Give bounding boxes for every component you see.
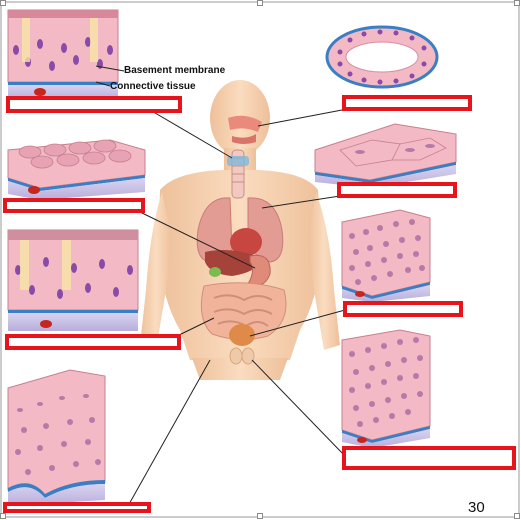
answer-box-8[interactable]: [3, 502, 151, 513]
frame-handle-bottom-right: [514, 513, 520, 519]
answer-box-5[interactable]: [5, 334, 181, 350]
basement-membrane-label: Basement membrane: [124, 65, 226, 76]
tissue-block-stratified-squamous: [7, 369, 106, 506]
frame-handle-bottom-left: [0, 513, 6, 519]
frame-handle-bottom-mid: [257, 513, 263, 519]
basement-membrane-pointer: [95, 65, 125, 72]
answer-box-6[interactable]: [343, 301, 463, 317]
organs: [196, 115, 287, 365]
tissue-block-simple-squamous: [314, 123, 457, 188]
tissue-block-stratified-cuboidal: [341, 209, 431, 302]
answer-box-4[interactable]: [337, 182, 457, 198]
tissue-block-pseudostratified-middle: [7, 229, 139, 331]
page-number: 30: [468, 499, 485, 516]
connective-tissue-pointer: [95, 81, 111, 87]
answer-box-2[interactable]: [342, 95, 472, 111]
tissue-block-simple-cuboidal-left: [7, 139, 146, 200]
tissue-block-simple-cuboidal-duct: [325, 25, 439, 89]
frame-handle-top-right: [514, 0, 520, 6]
tissue-block-stratified-columnar: [341, 329, 431, 448]
leader-lines: [127, 109, 346, 507]
answer-box-1[interactable]: [6, 96, 182, 113]
answer-box-7[interactable]: [342, 446, 516, 470]
answer-box-3[interactable]: [3, 198, 145, 213]
tissue-block-pseudostratified-top: [7, 9, 119, 99]
frame-handle-top-left: [0, 0, 6, 6]
frame-handle-top-mid: [257, 0, 263, 6]
connective-tissue-label: Connective tissue: [110, 81, 196, 92]
